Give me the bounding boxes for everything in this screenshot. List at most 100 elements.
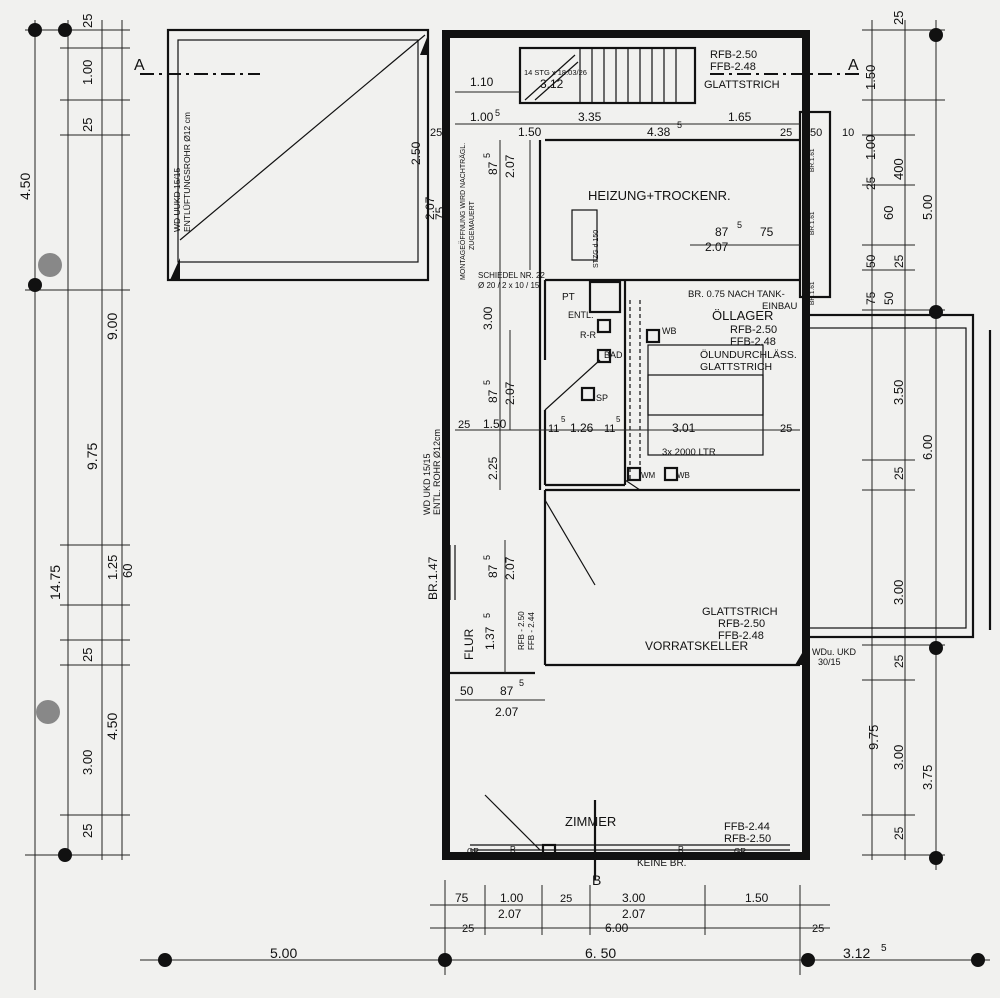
room-oellager: ÖLLAGER (712, 308, 773, 323)
gr2-label: GR (734, 847, 746, 856)
light-well-left (166, 28, 430, 282)
dim-labels-bottom: 5.00 6. 50 3.12 5 75 1.00 25 3.00 1.50 2… (270, 891, 887, 961)
section-a-left: A (134, 57, 145, 74)
dim-left-inner-0: 25 (80, 14, 95, 28)
dim-left-inner-2: 25 (80, 118, 95, 132)
dim-in-27: 1.50 (483, 417, 507, 431)
dim-in-39: 1.37 (483, 626, 497, 650)
oellager-ffb: FFB-2.48 (730, 336, 776, 348)
dim-bi-8: 6.00 (605, 921, 629, 935)
dim-right-inner-11: 3.00 (891, 580, 906, 605)
dim-labels-left: 4.50 9.00 9.75 14.75 4.50 25 1.00 25 1.2… (17, 14, 135, 838)
room-vorrat: VORRATSKELLER (645, 639, 748, 653)
dim-bi-4: 1.50 (745, 891, 769, 905)
dim-bi-9: 25 (812, 923, 824, 935)
dim-right-inner-4: 60 (881, 206, 896, 220)
dim-in-37: 5 (482, 555, 492, 560)
building-walls (420, 30, 810, 860)
dim-in-41: RFB - 2.50 (517, 611, 526, 650)
dim-right-inner-10: 25 (892, 466, 906, 480)
dim-in-32: 5 (616, 415, 621, 424)
dim-right-outer-1: 5.00 (920, 195, 935, 220)
vorrat-n3: FFB-2.48 (718, 630, 764, 642)
dim-left-inner-7: 25 (80, 824, 95, 838)
grid-markers (28, 23, 985, 967)
dim-in-24: 5 (482, 380, 492, 385)
zimmer-n1: FFB-2.44 (724, 821, 770, 833)
tank-label: 3x 2000 LTR (662, 447, 716, 458)
dim-in-46: 2.07 (495, 705, 519, 719)
dim-left-outer-1: 9.00 (104, 313, 120, 340)
vorrat-n1: GLATTSTRICH (702, 606, 778, 618)
keine-br: KEINE BR. (637, 858, 686, 869)
section-lines: A A B (134, 57, 860, 888)
bad-label: BAD (604, 350, 623, 360)
r1-label: R (510, 845, 516, 854)
wd-right1: WDu. UKD (812, 647, 857, 657)
dim-left-inner-4: 60 (120, 564, 135, 578)
dim-in-1: 1.00 (470, 110, 494, 124)
br-tank2: EINBAU (762, 301, 798, 312)
dim-right-inner-14: 25 (892, 826, 906, 840)
dim-in-33: 3.01 (672, 421, 696, 435)
dim-in-16: 75 (760, 225, 774, 239)
dim-in-20: 2.07 (423, 196, 437, 220)
dim-labels-right: 400 5.00 6.00 9.75 3.75 25 1.50 1.00 25 … (863, 11, 935, 840)
dim-right-outer-3: 9.75 (866, 725, 881, 750)
br161c: BR.1.61 (809, 281, 816, 305)
dim-in-4: 3.35 (578, 110, 602, 124)
dim-right-inner-1: 1.50 (863, 65, 878, 90)
dim-in-44: 87 (500, 684, 514, 698)
dim-in-40: 5 (482, 613, 492, 618)
stair-head1: RFB-2.50 (710, 49, 757, 61)
dim-in-31: 11 (604, 423, 615, 435)
oellager-rfb: RFB-2.50 (730, 324, 777, 336)
dim-in-5: 4.38 (647, 125, 671, 139)
wb1-label: WB (662, 326, 677, 336)
dim-in-0: 1.10 (470, 75, 494, 89)
dim-right-outer-0: 400 (891, 158, 906, 180)
dim-right-inner-13: 3.00 (891, 745, 906, 770)
dim-in-26: 25 (458, 419, 470, 431)
dim-in-12: 2.50 (409, 141, 423, 165)
room-labels: HEIZUNG+TROCKENR. ÖLLAGER RFB-2.50 FFB-2… (172, 49, 857, 869)
dim-in-3: 1.50 (518, 125, 542, 139)
dim-in-11: 25 (430, 127, 442, 139)
dim-right-outer-4: 3.75 (920, 765, 935, 790)
dim-right-inner-0: 25 (891, 11, 906, 25)
br161a: BR.1.61 (809, 148, 816, 172)
dim-in-18: 87 (715, 225, 729, 239)
dim-in-15: 2.07 (503, 154, 517, 178)
schiedel2: Ø 20 / 2 x 10 / 15 (478, 281, 540, 290)
br147: BR.1.47 (426, 556, 440, 600)
dim-in-10: 10 (842, 127, 854, 139)
dim-left-outer-4: 4.50 (104, 713, 120, 740)
br161b: BR.1.61 (809, 211, 816, 235)
r2-label: R (678, 845, 684, 854)
dim-right-inner-6: 50 (864, 254, 878, 268)
stair-num: 3.12 (540, 77, 564, 91)
dim-in-13: 87 (486, 161, 500, 175)
dim-in-17: 2.07 (705, 240, 729, 254)
dim-in-43: 50 (460, 684, 474, 698)
dim-left-outer-3: 14.75 (47, 565, 63, 600)
dim-in-36: 87 (486, 564, 500, 578)
dim-in-35: 2.25 (486, 456, 500, 480)
dim-bi-0: 75 (455, 891, 469, 905)
rr-label: R-R (580, 330, 596, 340)
dim-in-34: 25 (780, 423, 792, 435)
dim-in-28: 11 (548, 423, 559, 435)
schiedel1: SCHIEDEL NR. 22 (478, 271, 545, 280)
montage2: ZUGEMAUERT (469, 200, 476, 250)
dim-right-inner-9: 3.50 (891, 380, 906, 405)
wd-left2: ENTLÜFTUNGSROHR Ø12 cm (182, 112, 192, 232)
dim-left-inner-1: 1.00 (80, 60, 95, 85)
dim-right-inner-8: 50 (882, 291, 896, 305)
dim-bi-5: 2.07 (498, 907, 522, 921)
dim-in-30: 1.26 (570, 421, 594, 435)
light-well-right (798, 110, 992, 639)
dim-left-outer-0: 4.50 (17, 173, 33, 200)
dim-in-38: 2.07 (503, 556, 517, 580)
room-flur: FLUR (462, 628, 476, 660)
